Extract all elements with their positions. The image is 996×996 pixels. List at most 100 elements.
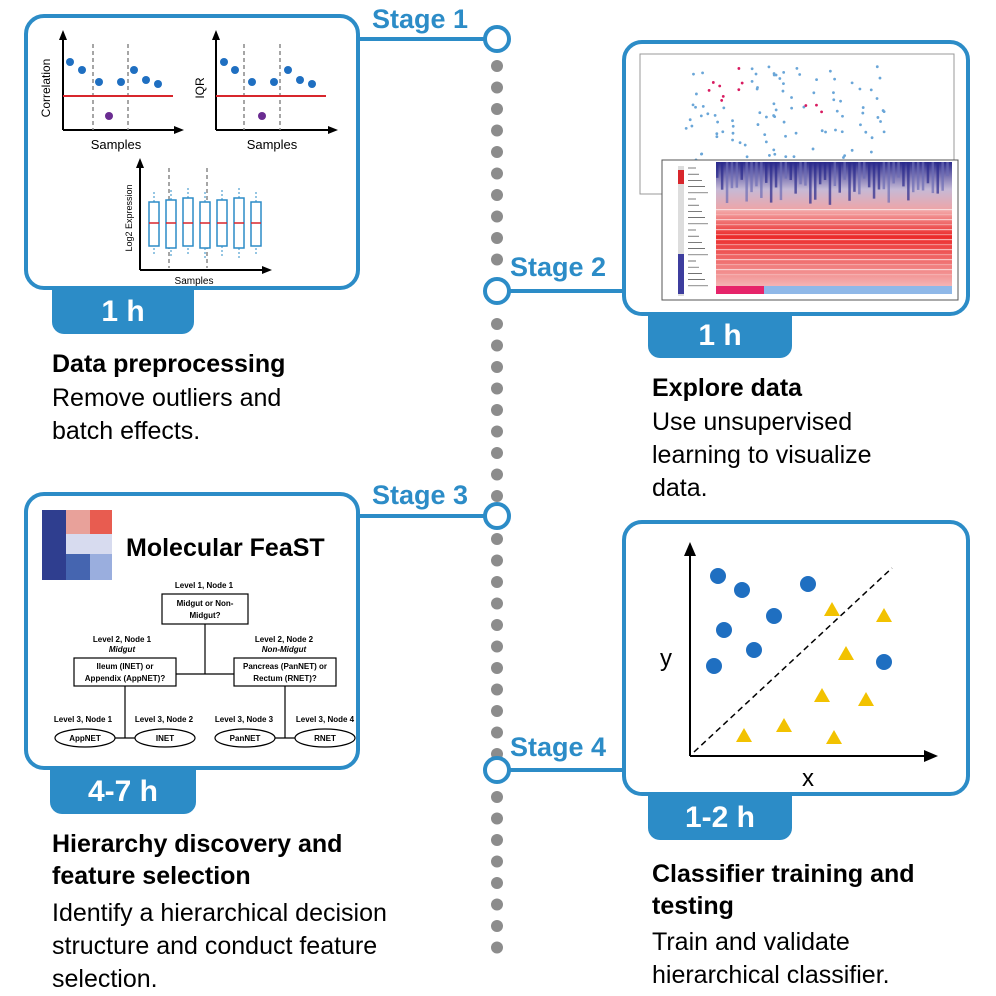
class-b-point — [826, 730, 842, 744]
heatmap-stripe — [730, 162, 734, 189]
scatter-point — [755, 87, 759, 91]
stage2-title: Explore data — [652, 374, 803, 402]
heatmap-stripe — [716, 162, 719, 178]
scatter-point — [772, 114, 776, 117]
timeline-dot — [491, 404, 503, 416]
heatmap-stripe — [828, 162, 832, 205]
class-b-point — [824, 602, 840, 616]
class-b-point — [858, 692, 874, 706]
stage1-label: Stage 1 — [372, 4, 469, 34]
heatmap-stripe — [804, 162, 807, 186]
scatter-point — [841, 114, 844, 118]
heatmap-stripe — [931, 162, 935, 194]
timeline-dot — [491, 597, 503, 610]
stage4-label: Stage 4 — [510, 732, 607, 762]
scatter-point — [731, 138, 734, 142]
heatmap-stripe — [887, 162, 890, 203]
heatmap-stripe — [789, 162, 792, 181]
scatter-point — [707, 88, 711, 92]
stage2-time-tab: 1 h — [648, 314, 792, 358]
scatter-point — [713, 114, 717, 117]
stage1-time-tab: 1 h — [52, 290, 194, 334]
scatter-point — [820, 129, 824, 133]
scatter-point — [701, 104, 705, 108]
timeline-dot — [491, 877, 503, 889]
class-b-point — [736, 728, 752, 742]
heatmap-stripe — [863, 162, 866, 179]
scatter-point — [773, 152, 777, 156]
heatmap-stripe — [882, 162, 886, 190]
class-a-point — [710, 568, 726, 584]
scatter-point — [833, 77, 837, 81]
heatmap-stripe — [765, 162, 768, 183]
heatmap-stripe — [823, 162, 827, 180]
stage3-title: Hierarchy discovery and feature selectio… — [52, 830, 343, 890]
plot1-ylabel: Correlation — [39, 59, 53, 118]
scatter-point — [764, 140, 768, 144]
molecular-feast-logo-icon — [42, 510, 112, 580]
scatter-point — [750, 67, 754, 71]
scatter-point — [869, 150, 873, 154]
scatter-point — [715, 135, 719, 139]
stage3-label: Stage 3 — [372, 480, 469, 510]
timeline-dots — [491, 60, 503, 954]
leaf-rnet — [294, 728, 356, 748]
scatter-point — [718, 84, 722, 88]
heatmap-stripe — [843, 162, 846, 180]
scatter-point — [782, 71, 786, 74]
timeline-dot — [491, 705, 503, 717]
scatter-point — [737, 67, 741, 70]
scatter-point — [772, 148, 776, 152]
stage4-time-tab: 1-2 h — [648, 796, 792, 840]
scatter-point — [820, 110, 823, 114]
scatter-point — [721, 95, 725, 98]
scatter-point — [882, 130, 886, 134]
scatter-point — [869, 88, 873, 92]
heatmap-stripe — [867, 162, 871, 188]
hierarchy-tree: Molecular FeaST Level 1, Node 1 Midgut o… — [42, 510, 356, 748]
svg-text:Ileum (INET) or: Ileum (INET) or — [97, 662, 154, 671]
heatmap-stripe — [779, 162, 783, 201]
leaf-label-1: Level 3, Node 1 — [54, 715, 113, 724]
scatter-point — [832, 91, 835, 95]
heatmap-stripe — [784, 162, 788, 179]
leaf-appnet — [54, 728, 116, 748]
svg-text:Non-Midgut: Non-Midgut — [262, 645, 307, 654]
timeline-dot — [491, 834, 503, 846]
scatter-point — [802, 105, 806, 109]
heatmap-stripe — [818, 162, 822, 185]
heatmap-stripe — [907, 162, 910, 201]
scatter-point — [745, 155, 749, 159]
plot2-ylabel: IQR — [193, 77, 207, 99]
scatter-point — [700, 152, 703, 156]
heatmap-row — [716, 244, 952, 246]
heatmap-stripe — [725, 162, 729, 204]
heatmap-stripe — [769, 162, 773, 203]
scatter-point — [861, 111, 865, 115]
leaf-label-3: Level 3, Node 3 — [215, 715, 274, 724]
scatter-point — [711, 81, 715, 84]
scatter-point — [731, 119, 734, 123]
timeline-dot — [491, 554, 503, 567]
plot3-xlabel: Samples — [175, 276, 214, 286]
heatmap-row — [716, 219, 952, 221]
timeline-dot — [491, 361, 503, 373]
boxplot-box — [250, 201, 262, 247]
heatmap-row — [716, 229, 952, 231]
scatter-point — [804, 104, 808, 107]
heatmap-row — [716, 259, 952, 261]
heatmap-stripe — [936, 162, 939, 194]
scatter-point — [875, 97, 879, 100]
stage4-node-icon — [483, 756, 511, 784]
boxplot-box — [199, 201, 211, 249]
scatter-point — [824, 130, 827, 134]
scatter-point — [811, 147, 815, 151]
svg-text:INET: INET — [156, 734, 174, 743]
heatmap-stripe — [897, 162, 900, 178]
heatmap-stripe — [892, 162, 895, 184]
stage4-body: Train and validate hierarchical classifi… — [652, 928, 890, 989]
timeline-dot — [491, 619, 503, 631]
class-a-point — [876, 654, 892, 670]
scatter-point — [684, 127, 688, 130]
scatter-point — [721, 130, 725, 134]
